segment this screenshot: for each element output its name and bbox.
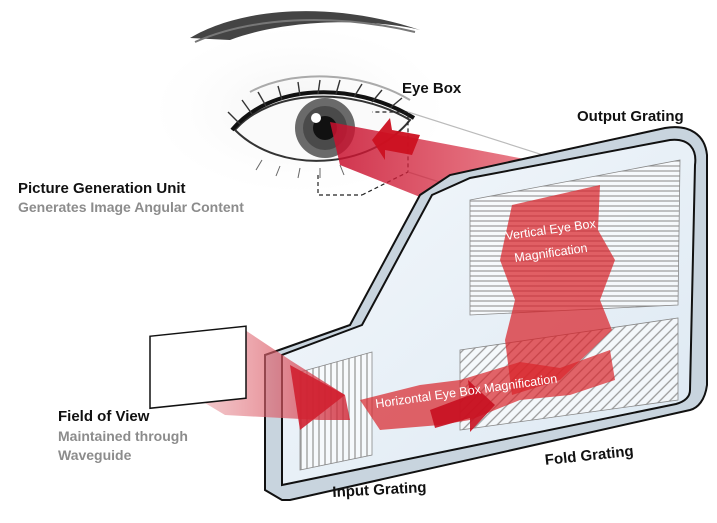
pgu-subtitle: Generates Image Angular Content [18, 199, 244, 215]
horizontal-expansion-band [360, 350, 615, 430]
horizontal-arrow [430, 380, 495, 432]
field-of-view-line2: Waveguide [58, 447, 132, 463]
vertical-expansion-band [500, 185, 615, 395]
input-arrow [290, 365, 345, 430]
eye-arrow [372, 118, 420, 160]
picture-generation-unit-box [149, 325, 247, 410]
field-of-view-title: Field of View [58, 408, 150, 425]
pgu-title: Picture Generation Unit [18, 180, 186, 197]
eyebrow [190, 11, 420, 40]
field-of-view-line1: Maintained through [58, 428, 188, 444]
output-grating-label: Output Grating [577, 108, 684, 125]
eye-box-label: Eye Box [402, 80, 462, 97]
